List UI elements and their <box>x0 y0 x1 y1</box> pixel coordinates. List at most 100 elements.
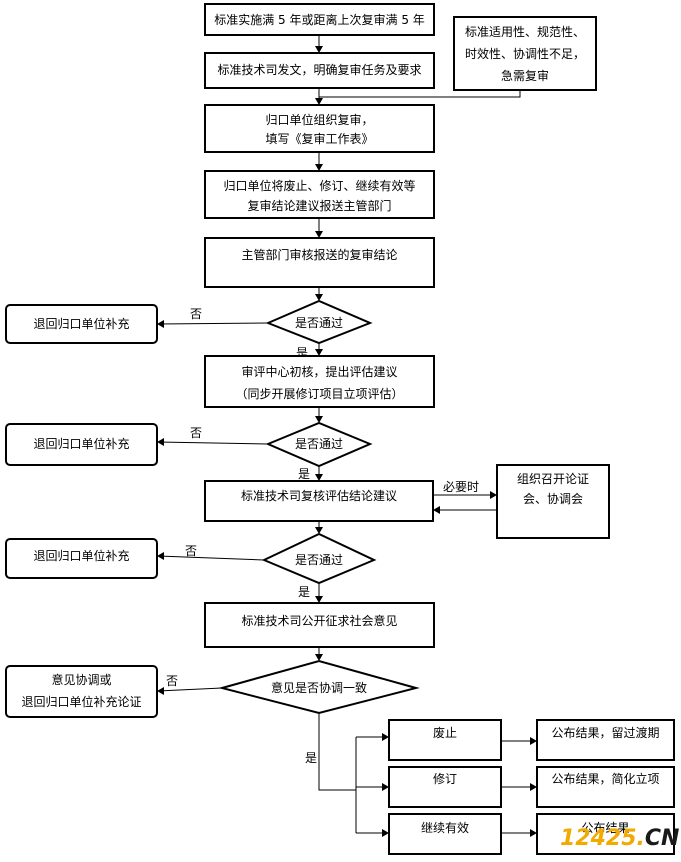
node-o1: 废止 <box>388 719 502 761</box>
arrow-n7 <box>315 474 323 481</box>
node-n7: 标准技术司复核评估结论建议 <box>204 480 434 522</box>
node-p3: 公布结果 <box>536 813 675 855</box>
arrow-d4 <box>315 654 323 661</box>
arrow-p1 <box>530 737 537 745</box>
decision-d3: 是否通过 <box>261 532 377 585</box>
node-n5: 主管部门审核报送的复审结论 <box>204 237 435 288</box>
node-r2: 退回归口单位补充 <box>5 423 158 466</box>
node-r4: 意见协调或 退回归口单位补充论证 <box>5 665 158 718</box>
node-n6-line-1: 审评中心初核，提出评估建议 <box>241 364 397 379</box>
arrow-n5 <box>315 231 323 238</box>
decision-d1: 是否通过 <box>265 299 373 345</box>
arrow-o2 <box>382 783 389 791</box>
node-meeting-line-2: 会、协调会 <box>523 491 583 506</box>
arrow-o3 <box>382 829 389 837</box>
watermark-tld: CN <box>644 826 680 851</box>
node-n3-line-1: 归口单位组织复审， <box>265 112 373 127</box>
node-r3-text: 退回归口单位补充 <box>33 548 129 563</box>
node-o2: 修订 <box>388 766 502 808</box>
node-meeting-line-1: 组织召开论证 <box>517 472 589 486</box>
arrow-p2 <box>530 783 537 791</box>
node-n2: 标准技术司发文，明确复审任务及要求 <box>204 52 435 89</box>
node-p2: 公布结果，简化立项 <box>536 766 675 808</box>
arrow-n6 <box>315 349 323 356</box>
label-no-2: 否 <box>190 426 202 440</box>
decision-d3-text: 是否通过 <box>295 553 343 567</box>
edge-d1-r1 <box>157 322 269 325</box>
label-no-1: 否 <box>190 307 202 321</box>
label-yes-4: 是 <box>305 751 317 765</box>
node-r4-line-1: 意见协调或 <box>51 672 111 687</box>
node-n3: 归口单位组织复审， 填写《复审工作表》 <box>204 104 435 153</box>
node-o3: 继续有效 <box>388 813 502 855</box>
node-n6-line-2: （同步开展修订项目立项评估） <box>235 386 403 401</box>
label-yes-3: 是 <box>298 585 310 599</box>
node-p1-text: 公布结果，留过渡期 <box>551 725 659 740</box>
edge-side-main <box>319 90 521 98</box>
watermark-dot: . <box>636 826 645 851</box>
node-n3-line-2: 填写《复审工作表》 <box>265 131 373 146</box>
arrow-n4 <box>315 164 323 171</box>
arrow-r1 <box>157 320 164 328</box>
node-side-note: 标准适用性、规范性、 时效性、协调性不足， 急需复审 <box>453 16 597 91</box>
decision-d4-text: 意见是否协调一致 <box>271 680 367 695</box>
decision-d2: 是否通过 <box>265 421 373 468</box>
edge-labels: 否 是 否 是 否 是 否 是 必要时 <box>166 307 479 765</box>
node-o2-text: 修订 <box>433 771 457 786</box>
edge-d3-r3 <box>157 555 265 561</box>
node-meeting: 组织召开论证 会、协调会 <box>496 464 610 539</box>
side-note-line-1: 标准适用性、规范性、 <box>465 24 585 39</box>
node-o1-text: 废止 <box>433 725 457 740</box>
decision-d1-text: 是否通过 <box>295 316 343 330</box>
arrow-n2 <box>315 46 323 53</box>
node-r1: 退回归口单位补充 <box>5 304 158 344</box>
arrow-o1 <box>382 733 389 741</box>
arrow-n8 <box>315 596 323 603</box>
arrow-r4 <box>157 687 164 695</box>
edge-d4-r4 <box>157 687 223 692</box>
node-r4-line-2: 退回归口单位补充论证 <box>21 694 141 709</box>
label-when-needed: 必要时 <box>443 480 479 494</box>
node-n4: 归口单位将废止、修订、继续有效等 复审结论建议报送主管部门 <box>204 170 435 219</box>
label-no-3: 否 <box>185 544 197 558</box>
arrow-meet <box>490 491 497 499</box>
edge-d4-outcomes <box>318 713 356 791</box>
side-note-line-2: 时效性、协调性不足， <box>465 46 585 61</box>
label-yes-2: 是 <box>298 467 310 481</box>
node-n4-line-2: 复审结论建议报送主管部门 <box>247 198 391 213</box>
arrow-r3 <box>157 552 164 560</box>
node-n8: 标准技术司公开征求社会意见 <box>204 602 435 648</box>
decision-d2-text: 是否通过 <box>295 437 343 451</box>
node-n6: 审评中心初核，提出评估建议 （同步开展修订项目立项评估） <box>204 355 435 408</box>
node-n2-text: 标准技术司发文，明确复审任务及要求 <box>217 62 421 77</box>
watermark-number: 12425 <box>560 826 637 851</box>
arrow-d3 <box>315 527 323 534</box>
arrow-n3 <box>315 98 323 105</box>
node-n1-text: 标准实施满 5 年或距离上次复审满 5 年 <box>214 12 425 27</box>
arrow-r2 <box>157 438 164 446</box>
node-p2-text: 公布结果，简化立项 <box>551 771 659 786</box>
node-n1: 标准实施满 5 年或距离上次复审满 5 年 <box>204 3 435 36</box>
node-r3: 退回归口单位补充 <box>5 538 158 579</box>
watermark: 12425.CN <box>560 826 679 851</box>
node-r1-text: 退回归口单位补充 <box>33 316 129 331</box>
arrow-back-n7 <box>433 506 440 514</box>
arrow-p3 <box>530 829 537 837</box>
node-n8-text: 标准技术司公开征求社会意见 <box>241 613 397 628</box>
arrow-d1 <box>315 294 323 301</box>
arrow-d2 <box>315 416 323 423</box>
decision-d4: 意见是否协调一致 <box>218 659 420 715</box>
node-r2-text: 退回归口单位补充 <box>33 436 129 451</box>
edge-d2-r2 <box>157 441 269 445</box>
node-n5-text: 主管部门审核报送的复审结论 <box>241 247 397 262</box>
node-p3-text: 公布结果 <box>581 821 629 835</box>
node-n7-text: 标准技术司复核评估结论建议 <box>241 489 397 503</box>
node-n4-line-1: 归口单位将废止、修订、继续有效等 <box>223 178 415 193</box>
node-p1: 公布结果，留过渡期 <box>536 719 675 761</box>
label-no-4: 否 <box>166 674 178 688</box>
node-o3-text: 继续有效 <box>421 820 469 835</box>
connectors <box>157 36 533 834</box>
side-note-line-3: 急需复审 <box>501 68 549 83</box>
arrowheads <box>157 46 537 837</box>
